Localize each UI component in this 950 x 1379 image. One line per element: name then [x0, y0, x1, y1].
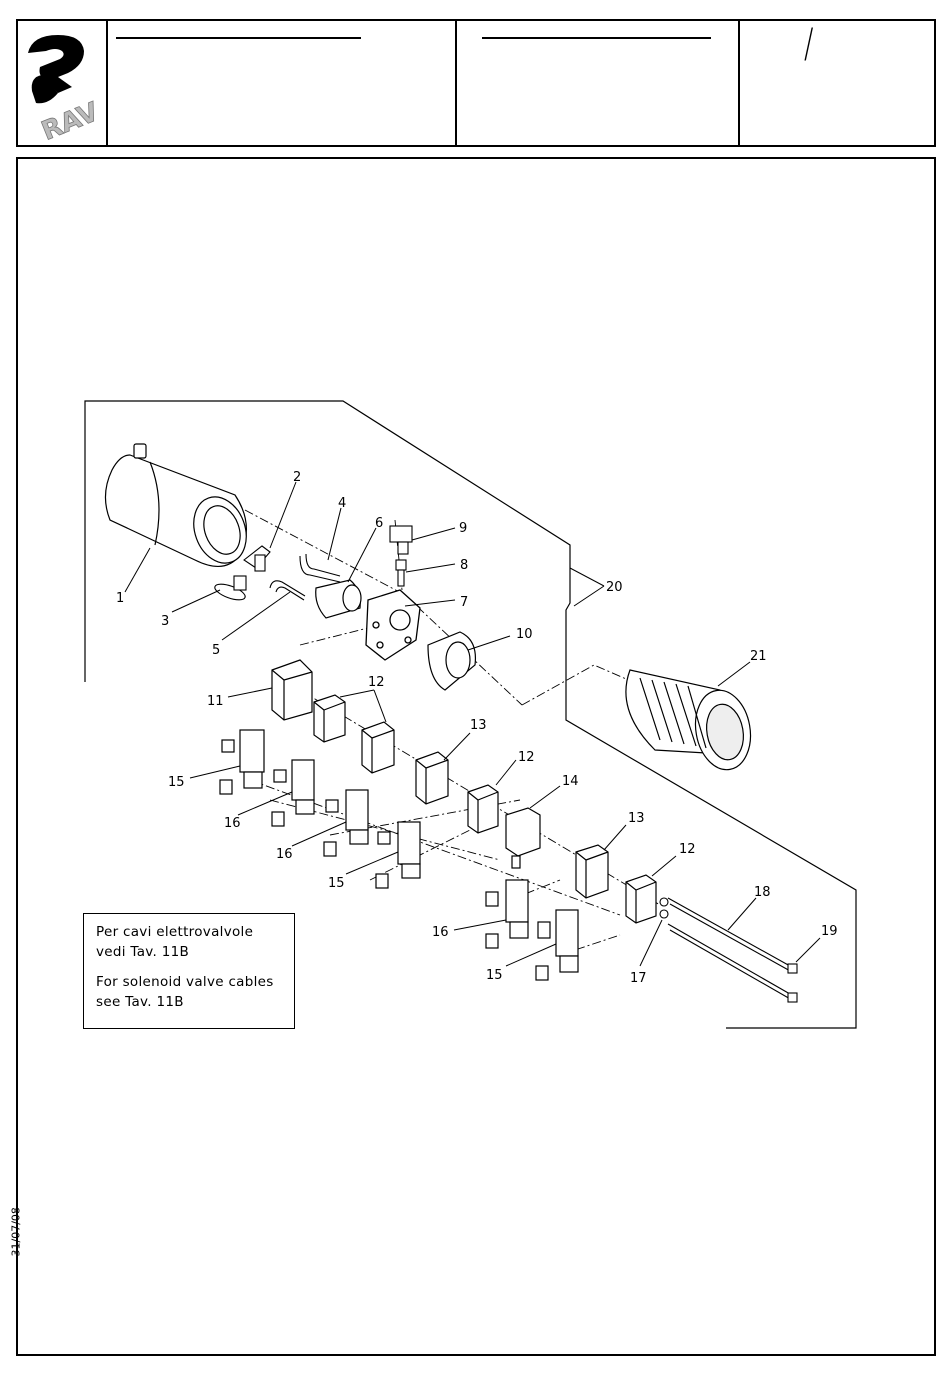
callout-13-a: 13: [470, 718, 487, 733]
callout-21: 21: [750, 649, 767, 664]
callout-2: 2: [293, 470, 301, 485]
part-10-bell-housing: [428, 632, 475, 690]
callout-19: 19: [821, 924, 838, 939]
note-it-line-1: Per cavi elettrovalvole: [96, 924, 253, 940]
callout-15-a: 15: [168, 775, 185, 790]
part-1-oil-tank: [105, 444, 255, 571]
callout-9: 9: [459, 521, 467, 536]
part-21-electric-motor: [626, 670, 757, 774]
part-12-module-block-b: [362, 722, 394, 773]
callout-3: 3: [161, 614, 169, 629]
note-it-line-2: vedi Tav. 11B: [96, 944, 189, 960]
callout-13-b: 13: [628, 811, 645, 826]
part-18-tie-rods: [668, 898, 792, 1000]
part-7-pump-body: [366, 590, 420, 660]
callout-18: 18: [754, 885, 771, 900]
part-12-module-block-a: [314, 695, 345, 742]
callout-16-a: 16: [224, 816, 241, 831]
callout-12-c: 12: [679, 842, 696, 857]
part-11-manifold-block: [272, 660, 312, 720]
part-3-suction-filter: [213, 576, 247, 603]
callout-6: 6: [375, 516, 383, 531]
callout-8: 8: [460, 558, 468, 573]
callout-4: 4: [338, 496, 346, 511]
part-8-fitting: [396, 560, 406, 586]
callout-11: 11: [207, 694, 224, 709]
note-italian: Per cavi elettrovalvole vedi Tav. 11B: [96, 922, 282, 962]
note-en-line-1: For solenoid valve cables: [96, 974, 274, 990]
callout-20: 20: [606, 580, 623, 595]
part-14-pressure-valve-block: [506, 808, 540, 868]
callout-17: 17: [630, 971, 647, 986]
part-16-solenoid-valve-a: [272, 760, 314, 826]
part-4-pipe: [300, 554, 340, 582]
part-2-elbow-fitting: [244, 546, 270, 571]
part-16-solenoid-valve-c: [486, 880, 528, 948]
note-en-line-2: see Tav. 11B: [96, 994, 184, 1010]
part-15-solenoid-valve-a: [220, 730, 264, 794]
callout-15-b: 15: [328, 876, 345, 891]
part-6-gear-pump: [316, 580, 361, 618]
part-13-module-block-b: [576, 845, 608, 898]
note-english: For solenoid valve cables see Tav. 11B: [96, 972, 282, 1012]
callout-12-a: 12: [368, 675, 385, 690]
part-5-pipe: [270, 581, 305, 600]
part-9-coil: [390, 526, 412, 554]
callout-15-c: 15: [486, 968, 503, 983]
callout-7: 7: [460, 595, 468, 610]
callout-5: 5: [212, 643, 220, 658]
part-12-module-block-d: [626, 875, 656, 923]
part-12-module-block-c: [468, 785, 498, 833]
callout-14: 14: [562, 774, 579, 789]
callout-10: 10: [516, 627, 533, 642]
callout-1: 1: [116, 591, 124, 606]
callout-16-b: 16: [276, 847, 293, 862]
part-15-solenoid-valve-c: [536, 910, 578, 980]
callout-12-b: 12: [518, 750, 535, 765]
cable-reference-note: Per cavi elettrovalvole vedi Tav. 11B Fo…: [83, 913, 295, 1029]
part-19-nuts: [788, 964, 797, 1002]
callout-16-c: 16: [432, 925, 449, 940]
part-17-plugs: [660, 898, 668, 918]
part-15-solenoid-valve-b: [376, 822, 420, 888]
part-13-module-block-a: [416, 752, 448, 804]
part-16-solenoid-valve-b: [324, 790, 368, 856]
